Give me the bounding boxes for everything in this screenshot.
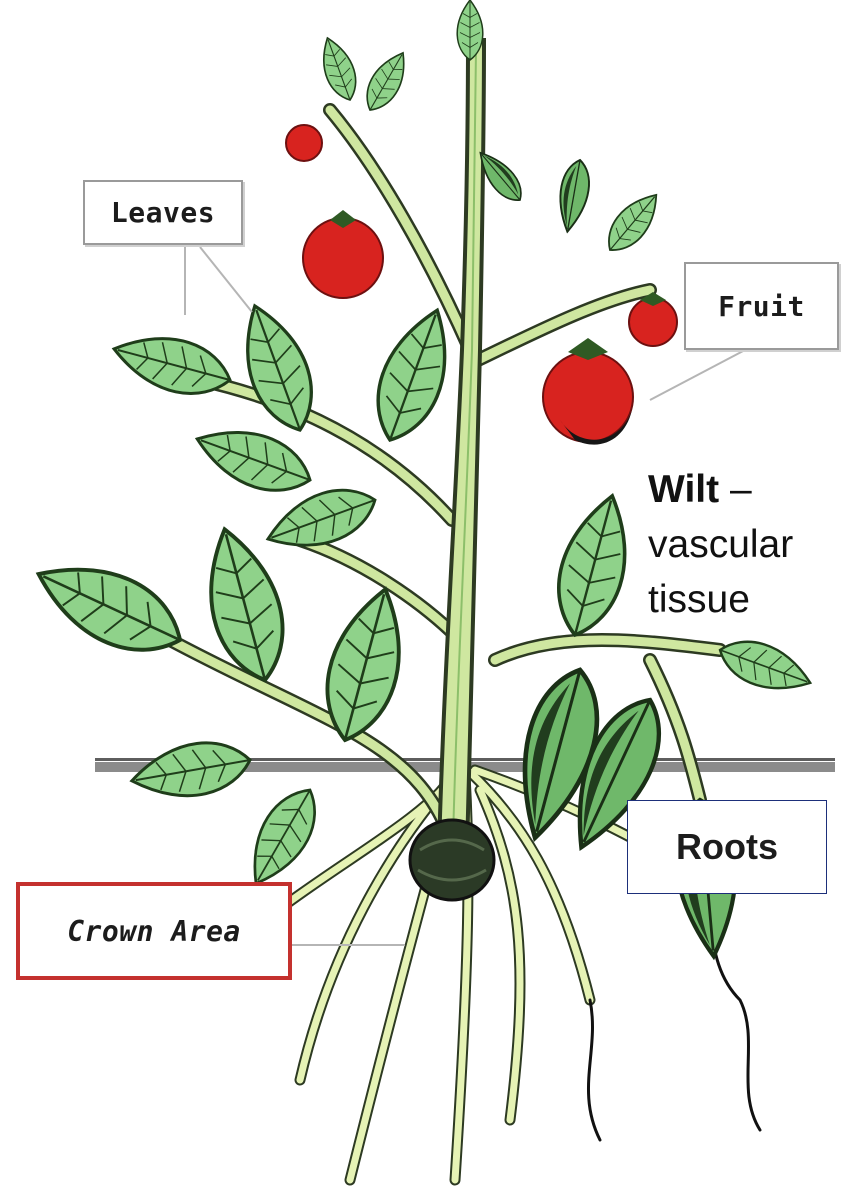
wilt-annotation: Wilt – vascular tissue [648,462,848,627]
wilt-title: Wilt [648,468,719,511]
wilt-line-1: vascular [648,517,848,572]
roots-label: Roots [676,826,778,868]
wilt-annotation-title-line: Wilt – [648,462,848,517]
crown-area-label-box: Crown Area [16,882,292,980]
wilt-dash: – [719,468,752,511]
fruit-label: Fruit [718,290,805,323]
crown-area-label: Crown Area [67,915,241,948]
wilt-line-2: tissue [648,572,848,627]
roots-label-box: Roots [627,800,827,894]
leaves-label: Leaves [111,196,215,229]
fruit-label-box: Fruit [684,262,839,350]
crown-swelling [410,820,494,900]
leaves-label-box: Leaves [83,180,243,245]
